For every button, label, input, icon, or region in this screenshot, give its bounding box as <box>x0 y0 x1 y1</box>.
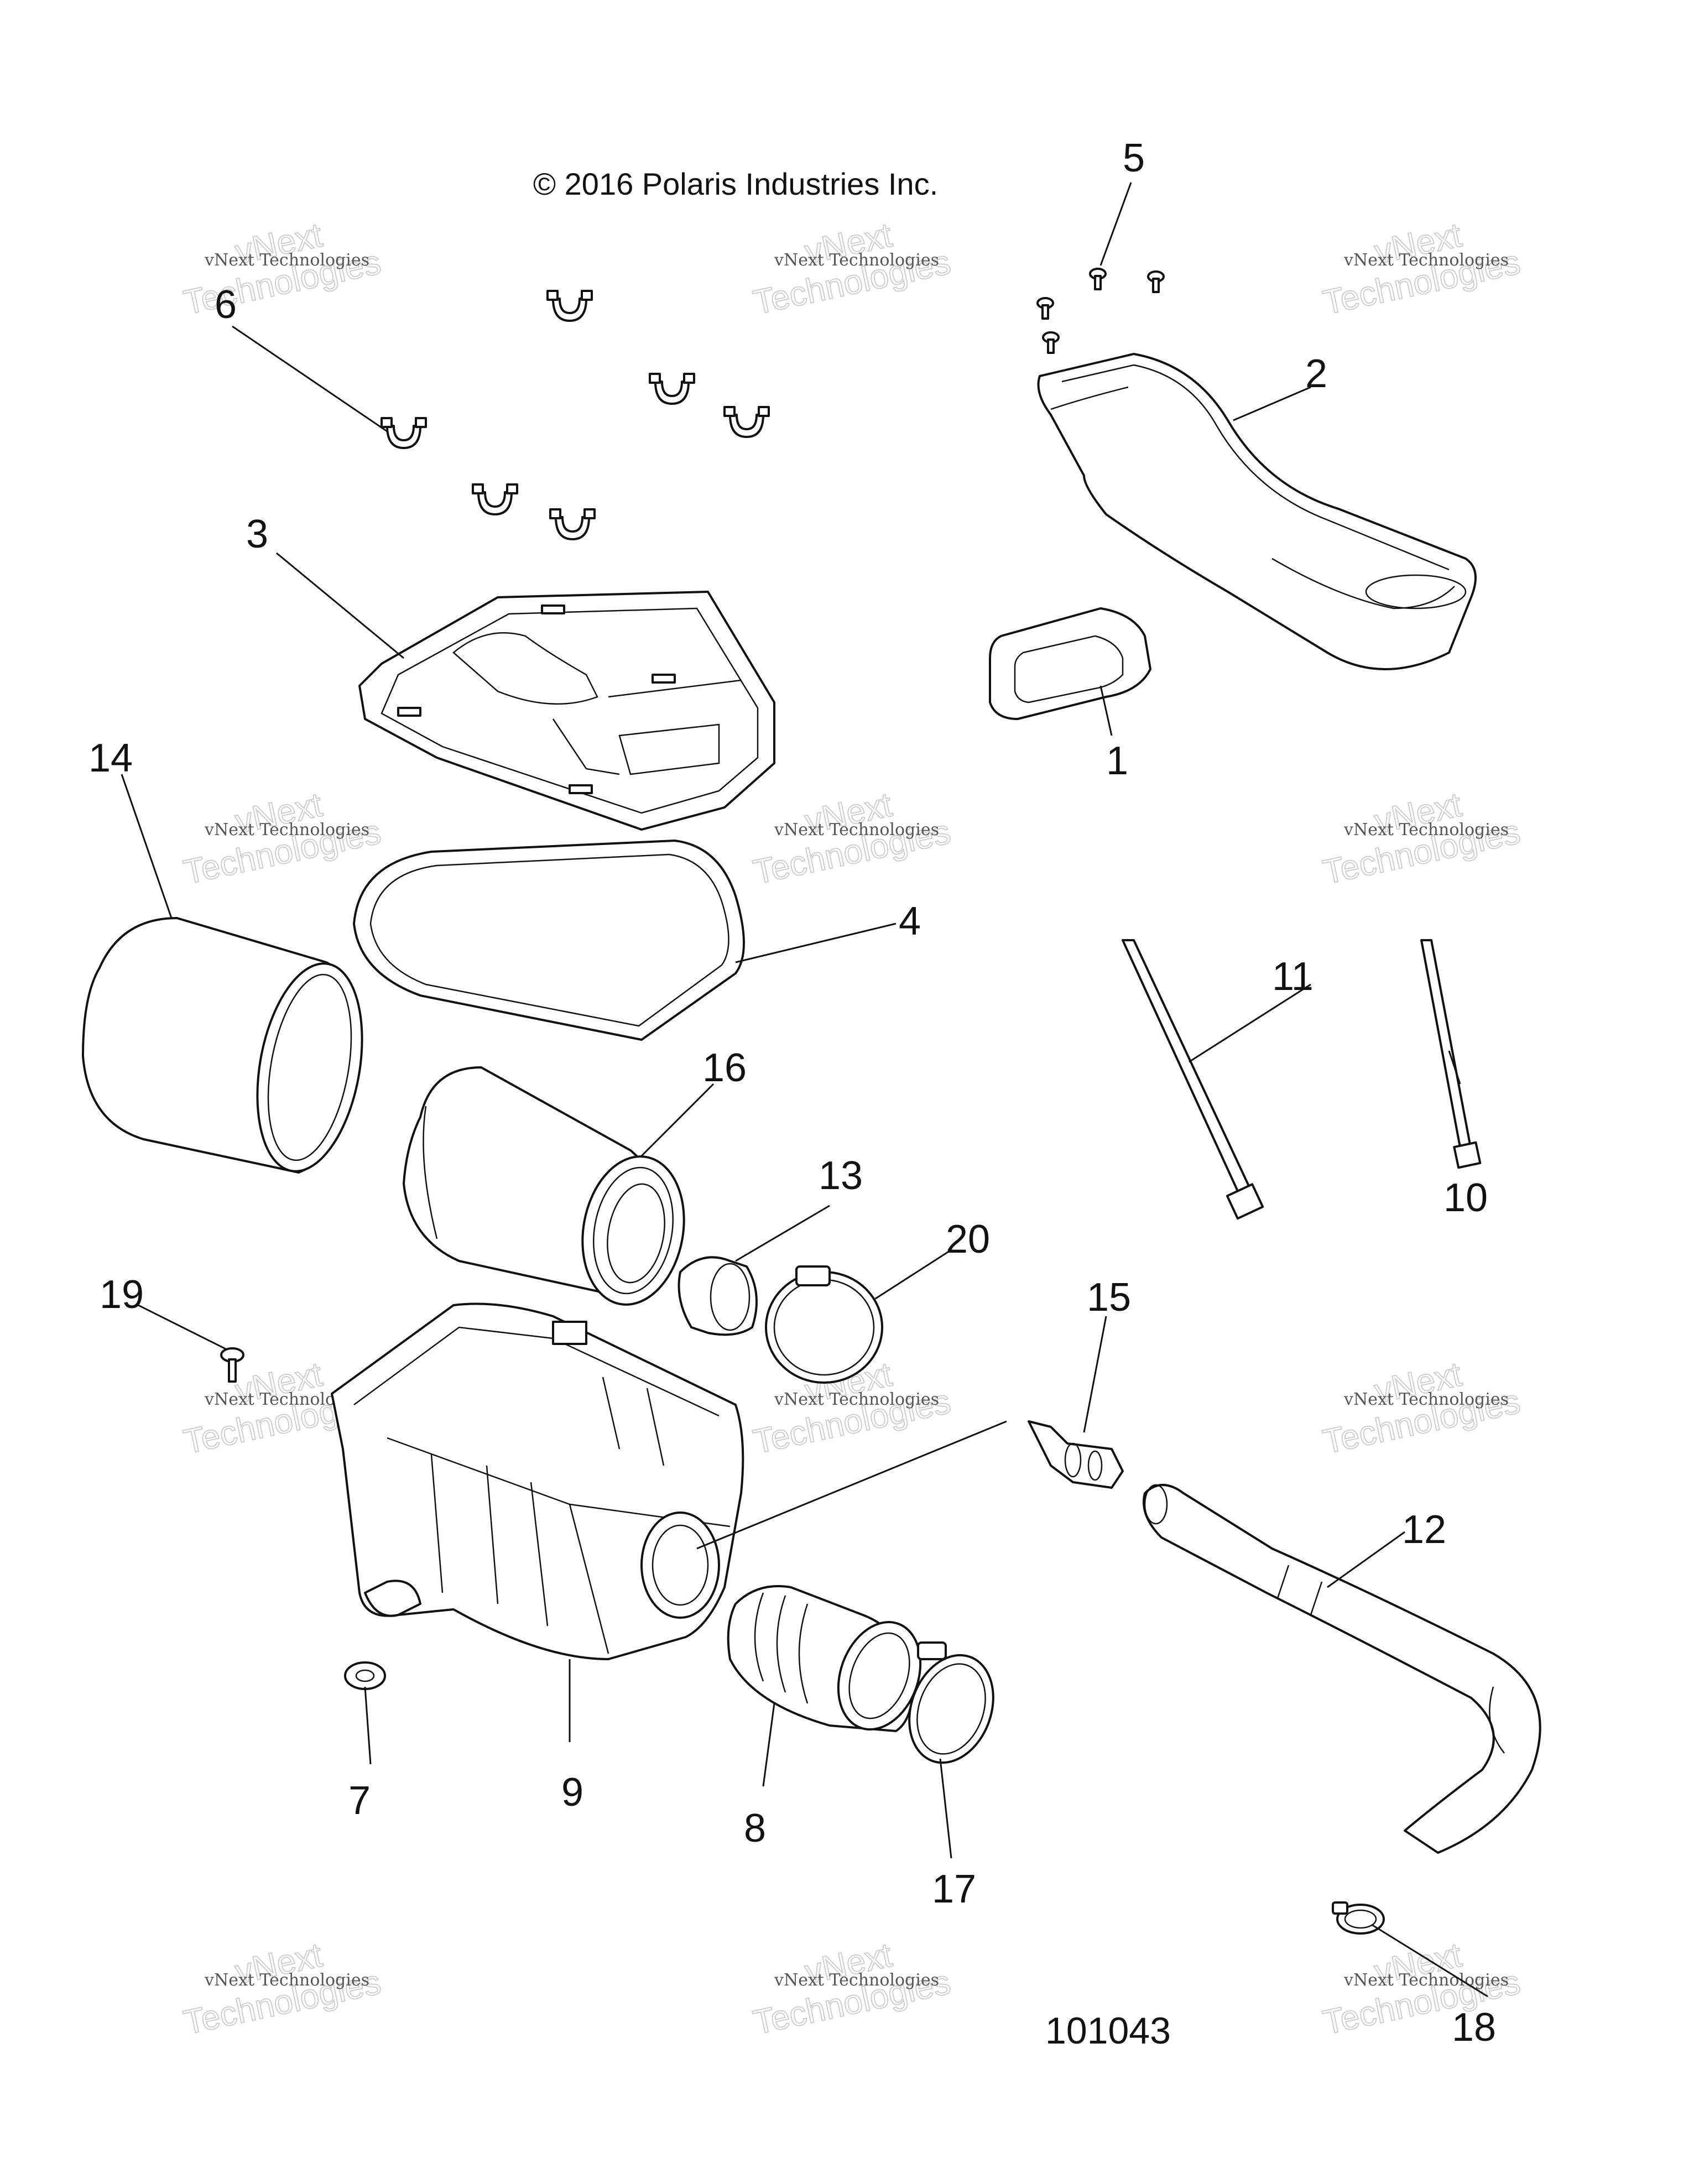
callout-4: 4 <box>899 899 921 944</box>
watermark: Technologies vNext vNext Technologies <box>1319 1355 1524 1462</box>
watermark: Technologies vNext vNext Technologies <box>1319 216 1524 323</box>
svg-text:vNext Technologies: vNext Technologies <box>774 1971 939 1990</box>
callout-1: 1 <box>1106 739 1128 783</box>
callout-10: 10 <box>1443 1176 1488 1220</box>
callout-labels: 1 2 3 4 5 6 7 8 9 10 11 12 13 14 15 16 1… <box>88 136 1496 2050</box>
watermark: Technologies vNext vNext Technologies <box>180 1936 384 2043</box>
copyright-notice: © 2016 Polaris Industries Inc. <box>533 166 939 201</box>
air-filter-part-16 <box>403 1066 685 1306</box>
callout-2: 2 <box>1305 352 1327 396</box>
svg-text:vNext Technologies: vNext Technologies <box>204 1971 369 1990</box>
callout-11: 11 <box>1272 955 1314 999</box>
zip-tie-part-11 <box>1122 939 1264 1220</box>
callout-8: 8 <box>744 1806 766 1851</box>
svg-text:vNext Technologies: vNext Technologies <box>1343 820 1509 840</box>
leader-lines <box>121 182 1488 1998</box>
clip <box>472 483 518 515</box>
watermark: Technologies vNext vNext Technologies <box>749 216 954 323</box>
callout-6: 6 <box>215 283 237 327</box>
svg-text:vNext Technologies: vNext Technologies <box>204 820 369 840</box>
svg-text:vNext Technologies: vNext Technologies <box>774 1390 939 1409</box>
screw <box>1089 268 1107 290</box>
callout-15: 15 <box>1087 1275 1131 1320</box>
hose-part-12 <box>1143 1484 1541 1854</box>
callout-5: 5 <box>1123 136 1145 180</box>
outlet-boot-part-8 <box>727 1585 922 1732</box>
callout-17: 17 <box>932 1867 976 1911</box>
callout-14: 14 <box>88 736 133 780</box>
airbox-lid-part-3 <box>358 591 775 831</box>
svg-text:vNext Technologies: vNext Technologies <box>774 251 939 270</box>
svg-text:vNext Technologies: vNext Technologies <box>774 820 939 840</box>
callout-19: 19 <box>100 1273 144 1317</box>
svg-text:vNext Technologies: vNext Technologies <box>1343 1971 1509 1990</box>
watermark: Technologies vNext vNext Technologies <box>749 1936 954 2043</box>
clips-part-6 <box>381 290 770 540</box>
svg-text:vNext Technologies: vNext Technologies <box>204 251 369 270</box>
callout-20: 20 <box>946 1217 990 1262</box>
svg-text:vNext Technologies: vNext Technologies <box>1343 1390 1509 1409</box>
callout-3: 3 <box>246 512 268 556</box>
small-clamp-part-18 <box>1332 1901 1385 1935</box>
clip <box>381 417 427 449</box>
airbox-housing-part-9 <box>331 1302 744 1660</box>
screws-part-5 <box>1036 268 1165 354</box>
clip <box>649 373 695 405</box>
svg-text:vNext Technologies: vNext Technologies <box>1343 251 1509 270</box>
watermark: Technologies vNext vNext Technologies <box>180 785 384 893</box>
watermark-group: Technologies vNext vNext Technologies Te… <box>180 216 1524 2043</box>
callout-12: 12 <box>1402 1508 1446 1552</box>
drawing-number: 101043 <box>1045 2010 1171 2052</box>
clip <box>723 406 770 438</box>
clamp-part-17 <box>908 1641 994 1764</box>
watermark: Technologies vNext vNext Technologies <box>749 785 954 893</box>
zip-tie-part-10 <box>1420 939 1482 1169</box>
screw-part-19 <box>220 1347 244 1383</box>
gasket-part-1 <box>989 607 1151 720</box>
hose-clamp-part-20 <box>765 1265 883 1384</box>
lid-seal-part-4 <box>353 840 745 1041</box>
screw <box>1042 331 1060 354</box>
screw <box>1036 297 1054 320</box>
ring-part-13 <box>677 1256 758 1336</box>
fitting-part-15 <box>1028 1420 1124 1489</box>
screw <box>1147 270 1165 293</box>
callout-13: 13 <box>819 1154 863 1198</box>
callout-16: 16 <box>702 1046 747 1090</box>
clip <box>549 508 596 540</box>
callout-7: 7 <box>348 1779 371 1823</box>
callout-9: 9 <box>561 1770 583 1815</box>
callout-18: 18 <box>1452 2005 1496 2050</box>
watermark: Technologies vNext vNext Technologies <box>180 216 384 323</box>
prefilter-sleeve-part-14 <box>82 917 363 1174</box>
intake-duct-part-2 <box>1037 353 1477 670</box>
watermark: Technologies vNext vNext Technologies <box>1319 785 1524 893</box>
clip <box>546 290 593 322</box>
grommet-part-7 <box>344 1661 386 1690</box>
